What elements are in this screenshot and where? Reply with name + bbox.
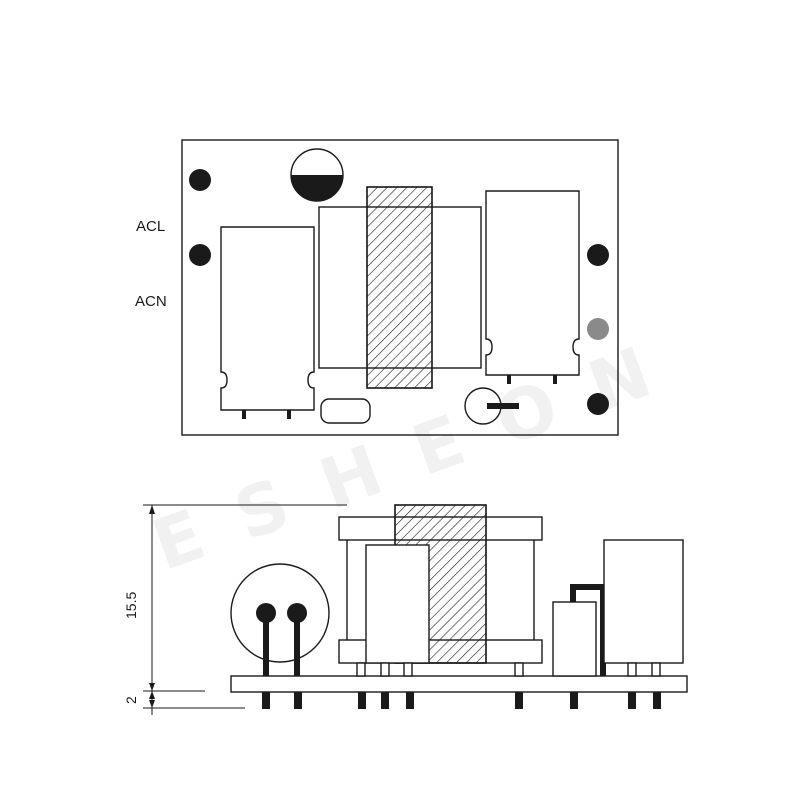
pin-top-left [189, 169, 211, 191]
capacitor-side [230, 563, 330, 676]
small-component-side [552, 584, 606, 677]
top-view [181, 139, 619, 436]
side-view [143, 504, 688, 715]
pcb-outline-top [181, 139, 619, 436]
dimension-lines [143, 504, 347, 715]
right-component [485, 190, 580, 376]
label-acl: ACL [136, 218, 165, 235]
pin-right-1 [587, 244, 609, 266]
dimension-pin-length-label: 2 [123, 696, 139, 704]
pin-right-2 [587, 318, 609, 340]
dimension-height-label: 15.5 [123, 592, 139, 619]
small-part-oval [320, 398, 371, 424]
pcb-side [230, 675, 688, 693]
transformer-side [338, 504, 543, 677]
bottom-pins [262, 692, 661, 709]
right-component-side [603, 539, 684, 677]
pin-right-3 [587, 393, 609, 415]
pin-acl [189, 244, 211, 266]
potentiometer [464, 387, 519, 425]
transformer-top [318, 186, 482, 389]
capacitor-top [290, 148, 344, 202]
left-component [220, 226, 315, 411]
label-acn: ACN [135, 293, 167, 310]
